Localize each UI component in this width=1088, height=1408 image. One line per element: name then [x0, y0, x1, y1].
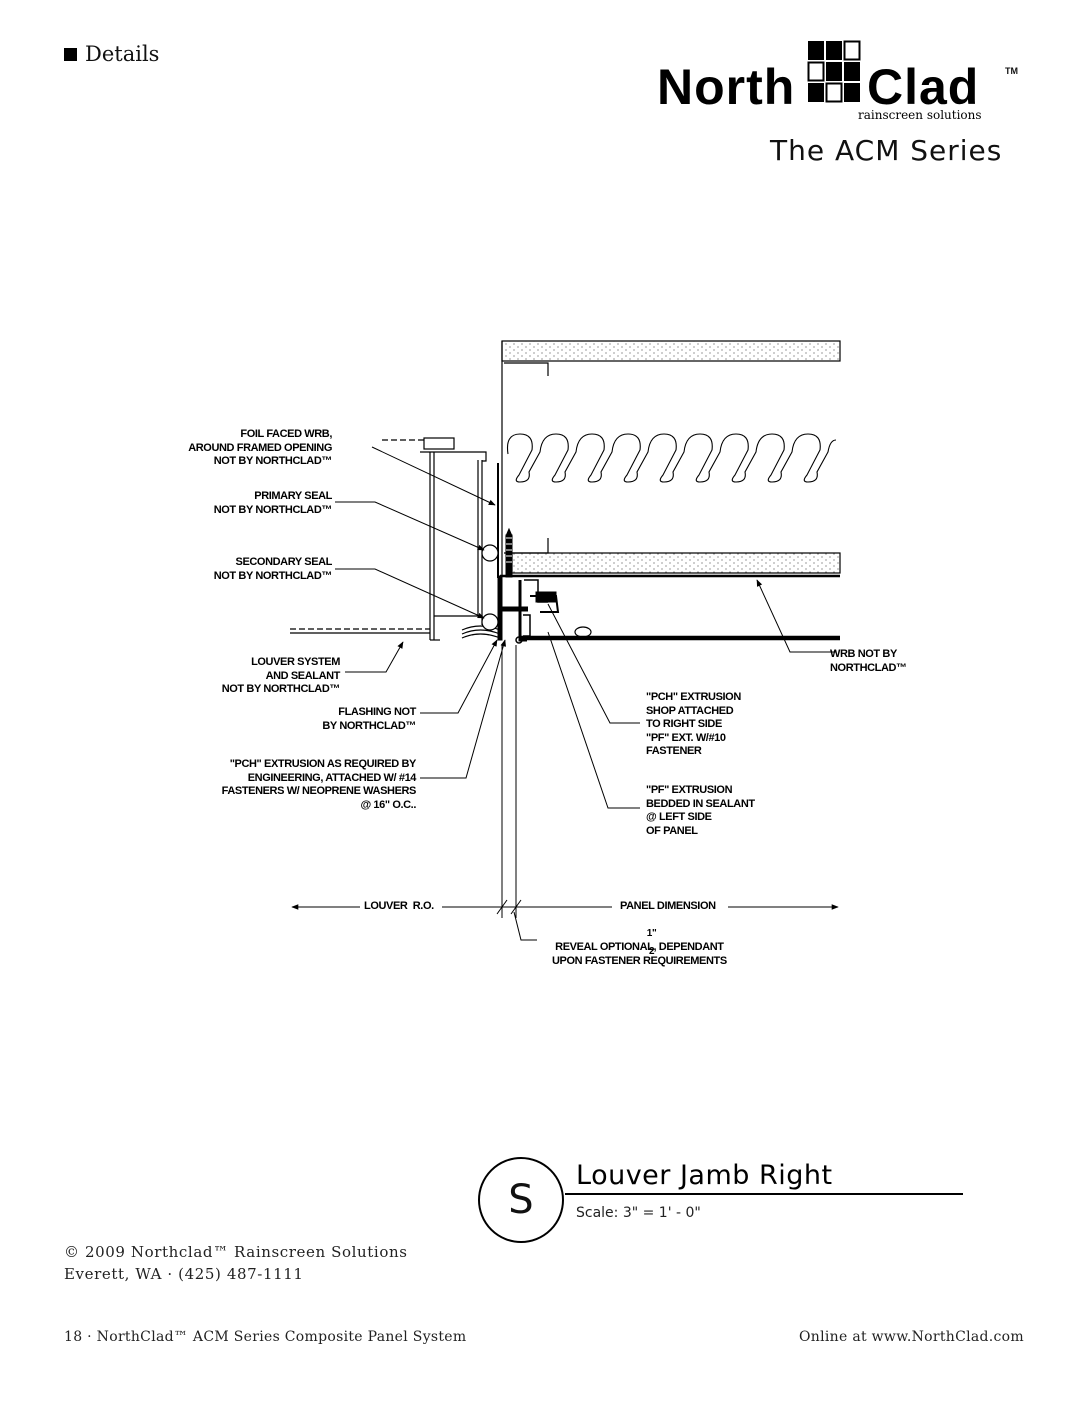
logo-word-north: North: [657, 59, 796, 115]
logo-trademark: TM: [1005, 66, 1018, 76]
section-tag: Details: [64, 42, 159, 66]
square-bullet-icon: [64, 47, 77, 61]
leader-flashing: [420, 639, 498, 714]
fraction-denominator: 2: [648, 946, 655, 957]
detail-title-rule: [565, 1193, 963, 1195]
leader-secondary-seal: [335, 568, 485, 619]
leader-lines: [335, 446, 836, 809]
leader-foil-wrb: [371, 446, 496, 506]
detail-marker: S: [478, 1157, 564, 1243]
primary-seal-bead: [481, 544, 499, 562]
leader-louver-system: [345, 641, 404, 673]
address-line: Everett, WA · (425) 487-1111: [64, 1265, 304, 1283]
leader-pf: [547, 631, 640, 809]
dim-panel-dimension: PANEL DIMENSION: [620, 900, 716, 912]
callout-pf-extrusion: "PF" EXTRUSION BEDDED IN SEALANT @ LEFT …: [646, 784, 755, 837]
secondary-seal-bead: [481, 613, 499, 631]
leader-primary-seal: [335, 501, 485, 551]
footer-page-info: 18 · NorthClad™ ACM Series Composite Pan…: [64, 1329, 467, 1345]
callout-primary-seal: PRIMARY SEAL NOT BY NORTHCLAD™: [213, 490, 333, 516]
acm-panel: [520, 626, 840, 641]
footer-website[interactable]: Online at www.NorthClad.com: [799, 1329, 1024, 1345]
logo-grid-icon: [807, 40, 861, 103]
callout-pch-extrusion-left: "PCH" EXTRUSION AS REQUIRED BY ENGINEERI…: [221, 758, 417, 811]
detail-title: Louver Jamb Right: [576, 1160, 833, 1191]
callout-foil-wrb: FOIL FACED WRB, AROUND FRAMED OPENING NO…: [188, 428, 332, 467]
inch-mark: ": [651, 928, 657, 939]
bottom-sheathing-board: [511, 552, 841, 574]
copyright-line: © 2009 Northclad™ Rainscreen Solutions: [64, 1243, 408, 1261]
detail-scale: Scale: 3" = 1' - 0": [576, 1205, 701, 1221]
leader-pch-right: [547, 603, 640, 724]
copyright-block: © 2009 Northclad™ Rainscreen Solutions E…: [64, 1241, 408, 1285]
fastener-screw: [505, 527, 513, 578]
series-title: The ACM Series: [770, 134, 1003, 167]
top-sheathing-board: [501, 340, 841, 362]
dim-louver-ro: LOUVER R.O.: [364, 900, 434, 912]
callout-flashing: FLASHING NOT BY NORTHCLAD™: [322, 706, 416, 732]
callout-pch-extrusion-right: "PCH" EXTRUSION SHOP ATTACHED TO RIGHT S…: [646, 691, 741, 757]
logo-word-clad: Clad: [867, 59, 980, 115]
leader-wrb: [756, 579, 836, 653]
callout-wrb-not-by: WRB NOT BY NORTHCLAD™: [830, 648, 907, 674]
callout-secondary-seal: SECONDARY SEAL NOT BY NORTHCLAD™: [213, 556, 333, 582]
callout-louver-system: LOUVER SYSTEM AND SEALANT NOT BY NORTHCL…: [221, 656, 341, 695]
dim-reveal-note: REVEAL OPTIONAL, DEPENDANT UPON FASTENER…: [552, 941, 727, 967]
logo-tagline: rainscreen solutions: [858, 108, 982, 122]
northclad-logo: North Clad TM rainscreen solutions: [655, 40, 1025, 130]
dim-reveal-fraction: 1" 2: [642, 920, 657, 957]
dimension-lines: [291, 645, 839, 941]
detail-letter: S: [508, 1177, 534, 1223]
section-label: Details: [85, 42, 160, 66]
insulation-batt: [506, 433, 837, 483]
fraction-numerator: 1: [646, 928, 653, 939]
pch-pf-extrusions: [497, 575, 560, 644]
leader-pch-left: [420, 639, 506, 779]
